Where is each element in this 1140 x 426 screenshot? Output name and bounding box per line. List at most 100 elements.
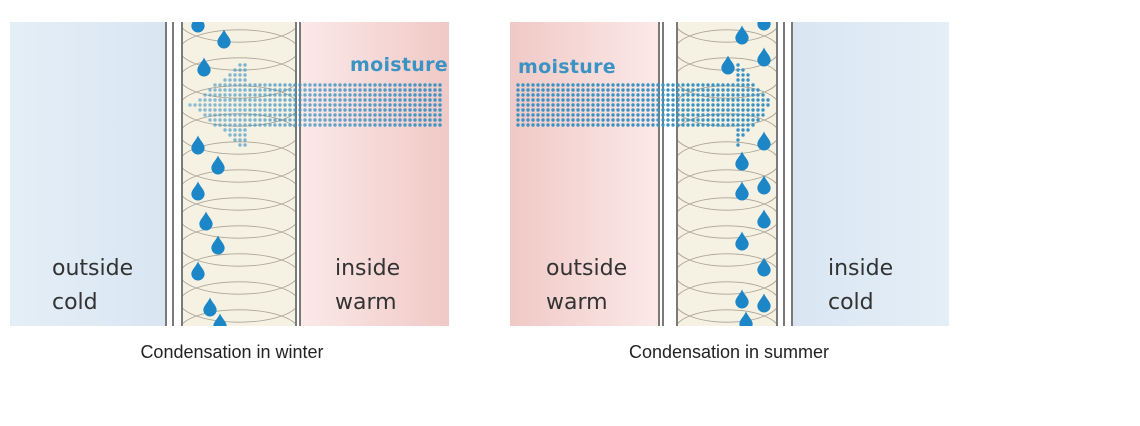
moisture-dot	[756, 93, 760, 97]
droplet	[757, 175, 771, 195]
moisture-dot	[621, 118, 625, 122]
moisture-dot	[736, 128, 740, 132]
moisture-dot	[283, 108, 287, 112]
inside-label-line1: inside	[335, 256, 401, 281]
moisture-dot	[383, 93, 387, 97]
moisture-dot	[403, 93, 407, 97]
moisture-dot	[551, 113, 555, 117]
moisture-dot	[536, 123, 540, 127]
moisture-dot	[248, 88, 252, 92]
moisture-dot	[756, 118, 760, 122]
moisture-dot	[516, 98, 520, 102]
moisture-dot	[721, 103, 725, 107]
moisture-dot	[566, 83, 570, 87]
moisture-dot	[701, 103, 705, 107]
moisture-dot	[198, 98, 202, 102]
moisture-dot	[756, 103, 760, 107]
moisture-dot	[323, 93, 327, 97]
moisture-dot	[606, 93, 610, 97]
moisture-dot	[333, 113, 337, 117]
moisture-dot	[721, 93, 725, 97]
condensation-droplets	[721, 22, 771, 326]
moisture-dot	[353, 118, 357, 122]
moisture-dot	[288, 103, 292, 107]
moisture-dot	[516, 103, 520, 107]
moisture-dot	[408, 83, 412, 87]
droplet	[213, 313, 227, 326]
moisture-dot	[521, 118, 525, 122]
moisture-dot	[631, 93, 635, 97]
moisture-dot	[646, 88, 650, 92]
moisture-dot	[378, 123, 382, 127]
moisture-dot	[283, 118, 287, 122]
moisture-dot	[751, 123, 755, 127]
moisture-dot	[298, 88, 302, 92]
summer-caption: Condensation in summer	[628, 342, 830, 362]
moisture-dot	[561, 113, 565, 117]
moisture-dot	[243, 133, 247, 137]
moisture-dot	[393, 83, 397, 87]
moisture-dot	[313, 113, 317, 117]
insulation-loop	[677, 197, 777, 239]
moisture-dot	[626, 123, 630, 127]
moisture-dot	[308, 98, 312, 102]
moisture-dot	[293, 113, 297, 117]
moisture-dot	[601, 103, 605, 107]
moisture-dot	[303, 123, 307, 127]
moisture-dot	[383, 83, 387, 87]
moisture-dot	[298, 93, 302, 97]
moisture-dot	[521, 98, 525, 102]
moisture-dot	[736, 133, 740, 137]
moisture-dot	[258, 113, 262, 117]
moisture-dot	[223, 108, 227, 112]
moisture-dot	[268, 88, 272, 92]
moisture-dot	[591, 88, 595, 92]
moisture-dot	[438, 88, 442, 92]
moisture-dot	[283, 103, 287, 107]
moisture-dot	[243, 88, 247, 92]
moisture-dot	[551, 103, 555, 107]
moisture-dot	[731, 98, 735, 102]
droplet	[757, 22, 771, 31]
moisture-dot	[318, 103, 322, 107]
moisture-dot	[433, 88, 437, 92]
droplet	[211, 155, 225, 175]
moisture-arrow	[516, 63, 770, 147]
moisture-dot	[601, 123, 605, 127]
moisture-dot	[328, 118, 332, 122]
moisture-dot	[223, 103, 227, 107]
moisture-dot	[398, 103, 402, 107]
insulation-loop	[182, 253, 296, 295]
moisture-dot	[288, 93, 292, 97]
moisture-dot	[661, 103, 665, 107]
moisture-dot	[526, 123, 530, 127]
moisture-dot	[248, 93, 252, 97]
moisture-dot	[671, 88, 675, 92]
moisture-dot	[556, 118, 560, 122]
insulation-loop	[677, 141, 777, 183]
insulation-loop	[182, 141, 296, 183]
moisture-dot	[536, 113, 540, 117]
moisture-dot	[736, 108, 740, 112]
moisture-dot	[701, 98, 705, 102]
moisture-dot	[716, 93, 720, 97]
moisture-dot	[243, 123, 247, 127]
moisture-dot	[736, 88, 740, 92]
moisture-dot	[741, 113, 745, 117]
moisture-dot	[388, 108, 392, 112]
moisture-dot	[353, 113, 357, 117]
moisture-dot	[373, 118, 377, 122]
moisture-dot	[631, 103, 635, 107]
moisture-dot	[363, 118, 367, 122]
moisture-dot	[198, 103, 202, 107]
moisture-dot	[223, 118, 227, 122]
moisture-dot	[591, 98, 595, 102]
moisture-dot	[233, 68, 237, 72]
moisture-dot	[393, 123, 397, 127]
moisture-dot	[233, 133, 237, 137]
moisture-dot	[208, 93, 212, 97]
moisture-dot	[601, 83, 605, 87]
moisture-dot	[581, 88, 585, 92]
moisture-dot	[601, 88, 605, 92]
moisture-dot	[671, 103, 675, 107]
